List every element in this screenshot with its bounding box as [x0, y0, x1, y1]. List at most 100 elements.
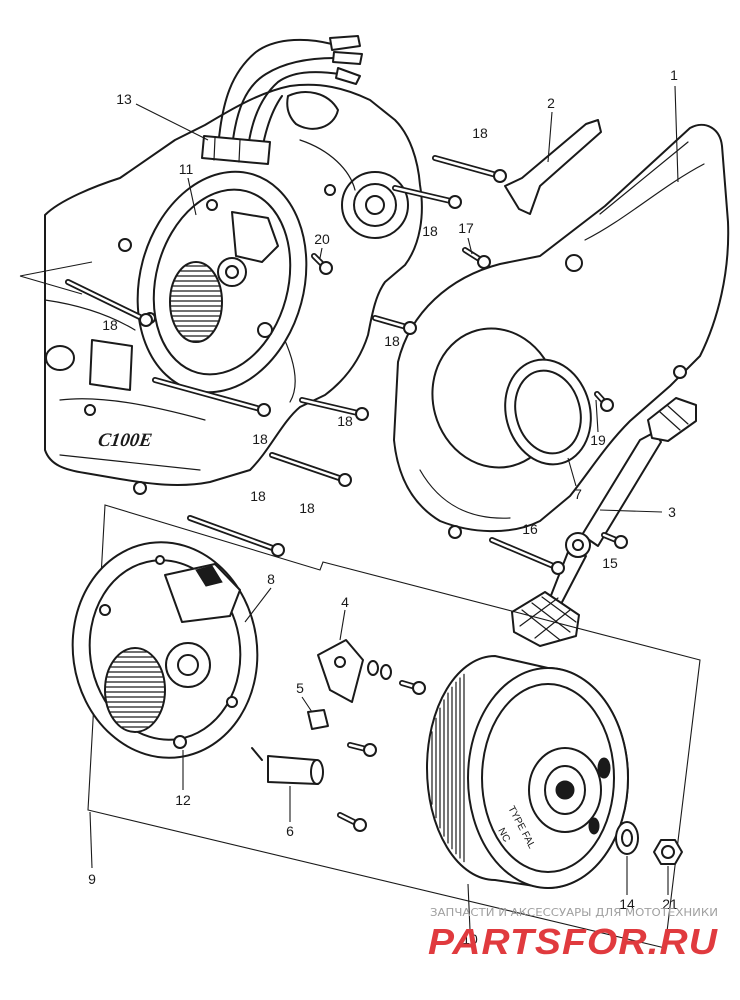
cover-lug	[448, 525, 462, 539]
bolt-head	[257, 403, 271, 417]
callout-label: 6	[286, 823, 294, 839]
leader-lines	[19, 85, 679, 931]
crankcase-boss	[286, 91, 339, 130]
callout-label: 18	[337, 413, 353, 429]
callout-label: 21	[662, 896, 678, 912]
bolt	[462, 247, 491, 269]
cover-rib	[584, 163, 705, 241]
rotor-window	[597, 757, 611, 779]
callout-label: 10	[462, 931, 478, 947]
callout-label: 3	[668, 504, 676, 520]
ignition-parts	[251, 639, 392, 785]
bolt-head	[319, 261, 333, 275]
bolt-head	[363, 743, 377, 757]
watermark-logo: PARTSFOR.RU	[428, 921, 718, 962]
bolt	[594, 391, 614, 412]
leader-line	[319, 247, 323, 259]
clamp-rib	[238, 139, 241, 163]
rotor-nut-bore	[661, 845, 675, 859]
callout-label: 2	[547, 95, 555, 111]
wire	[217, 38, 333, 149]
callout-label: 14	[619, 896, 635, 912]
callout-label: 18	[472, 125, 488, 141]
wire	[247, 71, 341, 149]
pedal-rib	[534, 609, 571, 639]
bolt-head	[412, 681, 426, 695]
watermark-tagline: ЗАПЧАСТИ И АКСЕССУАРЫ ДЛЯ МОТОТЕХНИКИ	[430, 906, 718, 919]
leader-line	[674, 85, 679, 183]
leader-line	[599, 509, 663, 513]
bolt	[152, 377, 271, 417]
stator-base-lower	[71, 541, 259, 759]
bolt	[269, 452, 352, 487]
washer-hole	[621, 829, 633, 847]
bolt-head	[355, 407, 369, 421]
bolt	[337, 812, 367, 832]
stator-coil	[169, 261, 223, 343]
wire-terminal	[329, 35, 361, 51]
cover-cap-rim	[514, 369, 582, 455]
bolt-head	[477, 255, 491, 269]
wire-harness	[201, 35, 363, 165]
bolt	[187, 515, 285, 557]
bolt-head	[448, 195, 462, 209]
callout-label: 15	[602, 555, 618, 571]
bolts	[65, 155, 628, 832]
case-hole	[324, 184, 336, 196]
bolt-shank-highlight	[393, 186, 457, 204]
callout-label: 18	[422, 223, 438, 239]
leader-line	[567, 457, 577, 487]
callout-label: 18	[250, 488, 266, 504]
bolt	[347, 742, 377, 757]
case-contour	[44, 299, 136, 331]
bolt-head	[493, 169, 507, 183]
bolt-head	[551, 561, 565, 575]
leader-line	[467, 883, 471, 931]
wire-terminal	[335, 67, 361, 85]
washer	[615, 821, 639, 855]
leader-line	[244, 587, 272, 623]
leader-line	[19, 261, 93, 277]
case-lug	[89, 339, 133, 391]
wire-terminal	[332, 51, 363, 65]
bolt-head	[600, 398, 614, 412]
callout-label: 12	[175, 792, 191, 808]
rotor-bore	[555, 780, 575, 800]
cover-bracket	[504, 119, 602, 215]
callout-label: 13	[116, 91, 132, 107]
bolt	[489, 537, 565, 575]
kick-pivot-bore	[572, 539, 584, 551]
bolt-head	[139, 313, 153, 327]
watermark: ЗАПЧАСТИ И АКСЕССУАРЫ ДЛЯ МОТОТЕХНИКИ PA…	[428, 906, 718, 962]
breaker-pivot	[334, 656, 346, 668]
leader-line	[467, 237, 473, 255]
callout-label: 7	[574, 486, 582, 502]
case-hole	[133, 481, 147, 495]
leader-line	[595, 399, 599, 433]
bolt	[65, 279, 153, 327]
bolt-shank-highlight	[490, 538, 560, 570]
bolt-shank-highlight	[188, 516, 280, 552]
case-bore	[45, 345, 75, 371]
case-contour	[299, 139, 356, 191]
rivet	[99, 604, 111, 616]
cover-rib	[599, 141, 689, 215]
callout-label: 18	[299, 500, 315, 516]
pedal-rib	[659, 411, 681, 431]
leader-line	[187, 177, 197, 216]
rivet	[257, 322, 273, 338]
bolt-head	[403, 321, 417, 335]
kick-pedal-lower	[511, 591, 580, 647]
lighting-coil	[164, 563, 241, 623]
washer	[367, 660, 379, 676]
rivet	[226, 696, 238, 708]
bolt	[432, 155, 507, 183]
cover-contour	[419, 469, 511, 519]
stator-hub-bore	[225, 265, 239, 279]
bolt	[399, 680, 426, 695]
rotor-window	[588, 817, 600, 835]
leader-line	[89, 811, 93, 869]
stator-base-upper	[136, 170, 308, 394]
flywheel-rotor: TYPE FAL NC	[426, 655, 629, 889]
